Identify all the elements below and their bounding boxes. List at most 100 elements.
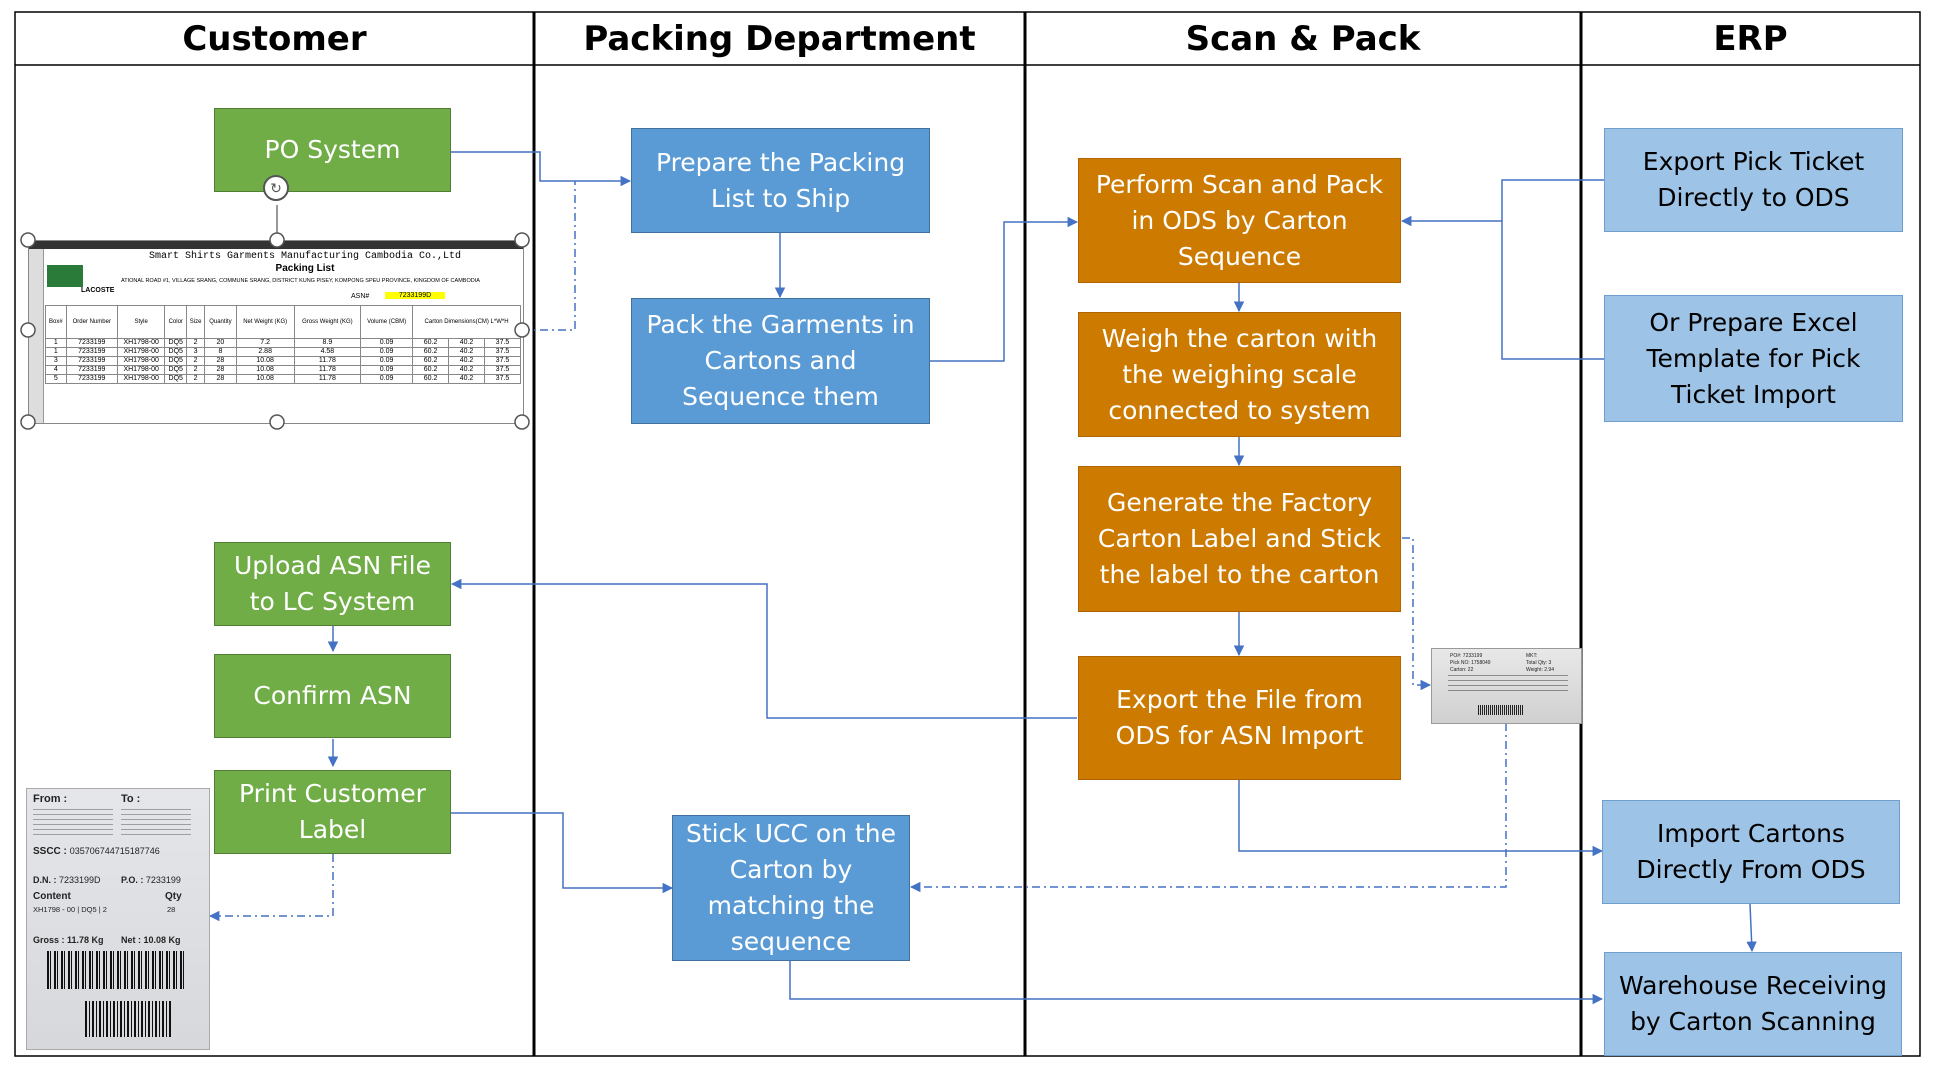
step-confirm-asn[interactable]: Confirm ASN [214,654,451,738]
step-pack-garments[interactable]: Pack the Garments in Cartons and Sequenc… [631,298,930,424]
packing-list-cell: 40.2 [448,365,485,375]
lane-header-customer: Customer [182,19,367,59]
asn-label: ASN# [351,293,370,300]
step-prepare-excel[interactable]: Or Prepare Excel Template for Pick Ticke… [1604,295,1903,422]
packing-list-header-cell: Net Weight (KG) [235,305,295,339]
label-from: From : [33,793,68,805]
packing-list-cell: DQ5 [164,356,188,366]
packing-list-cell: 11.78 [293,356,362,366]
brand-name: LACOSTE [81,287,115,294]
arrow-stick-to-warehouse [789,960,1604,1005]
packing-list-cell: 7233199 [65,356,118,366]
step-export-file[interactable]: Export the File from ODS for ASN Import [1078,656,1401,780]
step-export-pick[interactable]: Export Pick Ticket Directly to ODS [1604,128,1903,232]
packing-list-cell: 40.2 [448,338,485,348]
label-gross: Gross : 11.78 Kg [33,935,104,945]
lane-header-packing: Packing Department [583,19,976,59]
packing-list-header-cell: Order Number [65,305,118,339]
packing-list-cell: 4.58 [293,347,362,357]
carton-weight: Weight: 2.94 [1526,667,1554,673]
arrow-packinglist-to-prepare [522,181,576,331]
packing-list-cell: DQ5 [164,365,188,375]
packing-list-cell: 4 [45,365,67,375]
packing-list-header-cell: Color [164,305,188,339]
carton-total: Total Qty: 3 [1526,660,1552,666]
step-stick-ucc[interactable]: Stick UCC on the Carton by matching the … [672,815,910,961]
packing-list-cell: 0.09 [360,365,414,375]
step-prepare-packing[interactable]: Prepare the Packing List to Ship [631,128,930,233]
packing-list-header-cell: Size [186,305,206,339]
packing-list-cell: 10.08 [235,374,295,384]
packing-list-cell: 7233199 [65,374,118,384]
packing-list-cell: DQ5 [164,347,188,357]
step-weigh-carton[interactable]: Weigh the carton with the weighing scale… [1078,312,1401,437]
step-warehouse-receiving[interactable]: Warehouse Receiving by Carton Scanning [1604,952,1902,1056]
packing-list-cell: 37.5 [483,374,522,384]
packing-list-cell: 28 [204,365,237,375]
label-to: To : [121,793,141,805]
step-print-label[interactable]: Print Customer Label [214,770,451,854]
customer-label-image[interactable]: From : To : SSCC : 035706744715187746 D.… [26,788,210,1050]
packing-list-cell: 60.2 [412,338,450,348]
packing-list-cell: 7233199 [65,365,118,375]
packing-list-cell: 7233199 [65,347,118,357]
step-upload-asn[interactable]: Upload ASN File to LC System [214,542,451,626]
packing-list-cell: 60.2 [412,347,450,357]
asn-value: 7233199D [385,292,445,299]
packing-list-image[interactable]: LACOSTE Smart Shirts Garments Manufactur… [28,240,524,424]
packing-list-cell: 1 [45,347,67,357]
label-po: P.O. : 7233199 [121,875,181,885]
packing-list-cell: 3 [186,347,206,357]
packing-list-cell: 37.5 [483,356,522,366]
packing-list-cell: 40.2 [448,347,485,357]
step-generate-label[interactable]: Generate the Factory Carton Label and St… [1078,466,1401,612]
packing-list-cell: 60.2 [412,356,450,366]
packing-list-cell: 37.5 [483,365,522,375]
packing-list-cell: XH1798-00 [116,356,166,366]
label-content: Content [33,891,71,902]
packing-list-cell: 2 [186,338,206,348]
carton-no: Carton: 22 [1450,667,1474,673]
packing-list-cell: 0.09 [360,374,414,384]
arrow-po-to-prepare [450,151,632,187]
arrow-export-to-import [1238,780,1604,857]
carton-barcode-icon [1478,705,1524,715]
packing-list-cell: XH1798-00 [116,338,166,348]
packing-list-cell: 2 [186,374,206,384]
packing-list-cell: DQ5 [164,338,188,348]
carton-label-image[interactable]: PO#: 7233199 Pick NO: 1758049 Carton: 22… [1431,648,1582,724]
step-perform-scan[interactable]: Perform Scan and Pack in ODS by Carton S… [1078,158,1401,283]
label-sscc: SSCC : 035706744715187746 [33,846,160,857]
arrow-generate-to-carton-label [1402,537,1432,691]
packing-list-cell: 40.2 [448,374,485,384]
arrow-export-to-upload [450,578,1077,719]
carton-mkt: MKT: [1526,653,1538,659]
packing-list-cell: 40.2 [448,356,485,366]
step-po-system[interactable]: PO System [214,108,451,192]
packing-list-cell: 3 [45,356,67,366]
barcode-icon [47,951,187,989]
lane-header-erp: ERP [1713,19,1788,59]
packing-list-cell: 5 [45,374,67,384]
packing-list-cell: 1 [45,338,67,348]
arrow-carton-label-to-stick [909,723,1507,893]
label-content-value: XH1798 - 00 | DQ5 | 2 [33,905,107,914]
packing-list-header-cell: Carton Dimensions(CM) L*W*H [412,305,521,339]
packing-list-cell: 7233199 [65,338,118,348]
step-import-cartons[interactable]: Import Cartons Directly From ODS [1602,800,1900,904]
rotate-handle-icon: ↻ [263,175,289,201]
carton-pick: Pick NO: 1758049 [1450,660,1491,666]
label-qty-value: 28 [167,905,176,914]
packing-list-cell: XH1798-00 [116,347,166,357]
packing-list-title: Packing List [275,263,335,274]
packing-list-cell: 2 [186,365,206,375]
label-qty: Qty [165,891,182,902]
arrow-pack-to-scan [930,216,1079,362]
carton-po: PO#: 7233199 [1450,653,1483,659]
arrow-erp-to-scan [1501,179,1604,360]
packing-list-cell: 10.08 [235,365,295,375]
